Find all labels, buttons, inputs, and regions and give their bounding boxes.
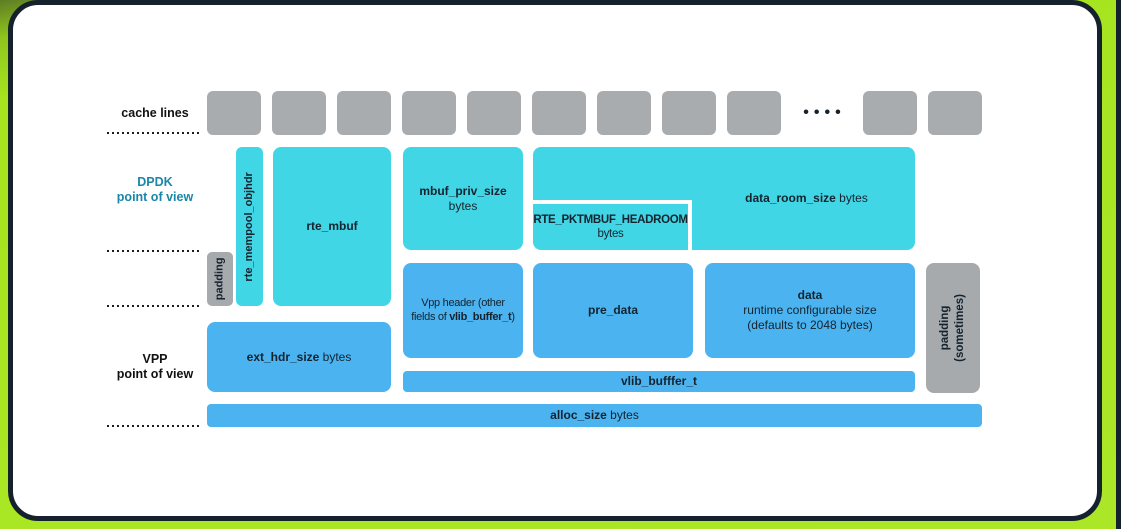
data-name: data: [797, 288, 823, 302]
cache-line-box: [272, 91, 326, 135]
mbuf-priv-size-box: mbuf_priv_size bytes: [403, 147, 523, 250]
vpp-pov-label: VPP point of view: [88, 352, 222, 383]
mbuf-priv-size-unit: bytes: [448, 198, 478, 213]
padding-sometimes-line1: padding: [939, 305, 952, 351]
diagram-card: [8, 0, 1102, 521]
rte-mempool-objhdr-label: rte_mempool_objhdr: [236, 147, 263, 306]
cache-line-box: [532, 91, 586, 135]
ext-hdr-size-name: ext_hdr_size: [246, 349, 320, 364]
data-room-size-box: data_room_size bytes RTE_PKTMBUF_HEADROO…: [533, 147, 915, 250]
cache-line-box: [597, 91, 651, 135]
data-room-size-label: data_room_size bytes: [698, 147, 915, 250]
vlib-buffer-t-label: vlib_bufffer_t: [620, 374, 697, 388]
ext-hdr-size-unit: bytes: [319, 349, 352, 364]
rte-mbuf-box: rte_mbuf: [273, 147, 391, 306]
rte-pktmbuf-headroom-box: RTE_PKTMBUF_HEADROOM bytes: [533, 200, 692, 250]
vpp-header-line2-post: ): [511, 310, 515, 323]
vpp-header-box: Vpp header (other fields of vlib_buffer_…: [403, 263, 523, 358]
alloc-size-bar: alloc_size bytes: [207, 404, 982, 427]
vpp-header-line2: fields of vlib_buffer_t): [411, 310, 515, 325]
cache-line-box: [662, 91, 716, 135]
vlib-buffer-t-bar: vlib_bufffer_t: [403, 371, 915, 392]
padding-text: padding: [213, 257, 226, 301]
padding-sometimes-label: padding (sometimes): [926, 263, 980, 393]
data-room-size-name: data_room_size: [745, 191, 836, 205]
vpp-pov-line1: VPP: [142, 352, 168, 366]
dotted-separator: [107, 425, 202, 427]
cache-line-box: [727, 91, 781, 135]
dpdk-pov-line2: point of view: [116, 190, 194, 205]
vpp-header-line2-bold: vlib_buffer_t: [449, 310, 512, 323]
padding-label: padding: [207, 252, 233, 306]
padding-sometimes-line2: (sometimes): [954, 294, 966, 362]
ext-hdr-size-label: ext_hdr_size bytes: [247, 350, 352, 365]
data-line2: runtime configurable size: [743, 303, 877, 317]
dotted-separator: [107, 132, 202, 134]
cache-line-box: [863, 91, 917, 135]
ext-hdr-size-box: ext_hdr_size bytes: [207, 322, 391, 392]
pre-data-box: pre_data: [533, 263, 693, 358]
dotted-separator: [107, 250, 202, 252]
cache-line-box: [467, 91, 521, 135]
cache-line-box: [207, 91, 261, 135]
vpp-pov-line2: point of view: [116, 367, 194, 382]
cache-lines-label: cache lines: [121, 106, 189, 120]
vpp-header-line2-pre: fields of: [411, 310, 450, 323]
padding-box: padding: [207, 252, 233, 306]
data-room-size-unit: bytes: [835, 191, 868, 205]
rte-mbuf-label: rte_mbuf: [306, 219, 358, 233]
alloc-size-label: alloc_size bytes: [550, 408, 639, 423]
alloc-size-name: alloc_size: [550, 408, 607, 422]
headroom-unit: bytes: [597, 228, 624, 240]
padding-sometimes-box: padding (sometimes): [926, 263, 980, 393]
rte-mempool-objhdr-box: rte_mempool_objhdr: [236, 147, 263, 306]
dpdk-pov-label: DPDK point of view: [88, 175, 222, 206]
cache-line-box: [402, 91, 456, 135]
mbuf-priv-size-name: mbuf_priv_size: [419, 183, 507, 198]
padding-sometimes-text: padding (sometimes): [938, 294, 968, 362]
cache-line-box: [928, 91, 982, 135]
pre-data-label: pre_data: [587, 303, 639, 317]
rte-mempool-objhdr-text: rte_mempool_objhdr: [242, 171, 255, 282]
ellipsis-dots: ••••: [803, 104, 846, 121]
vpp-header-line1: Vpp header (other: [421, 296, 505, 309]
cache-line-box: [337, 91, 391, 135]
data-box: data runtime configurable size (defaults…: [705, 263, 915, 358]
cache-lines-row: ••••: [207, 91, 982, 135]
dpdk-pov-line1: DPDK: [137, 175, 173, 189]
headroom-name: RTE_PKTMBUF_HEADROOM: [533, 213, 688, 226]
data-line3: (defaults to 2048 bytes): [747, 318, 873, 332]
dotted-separator: [107, 305, 202, 307]
alloc-size-unit: bytes: [606, 408, 639, 422]
